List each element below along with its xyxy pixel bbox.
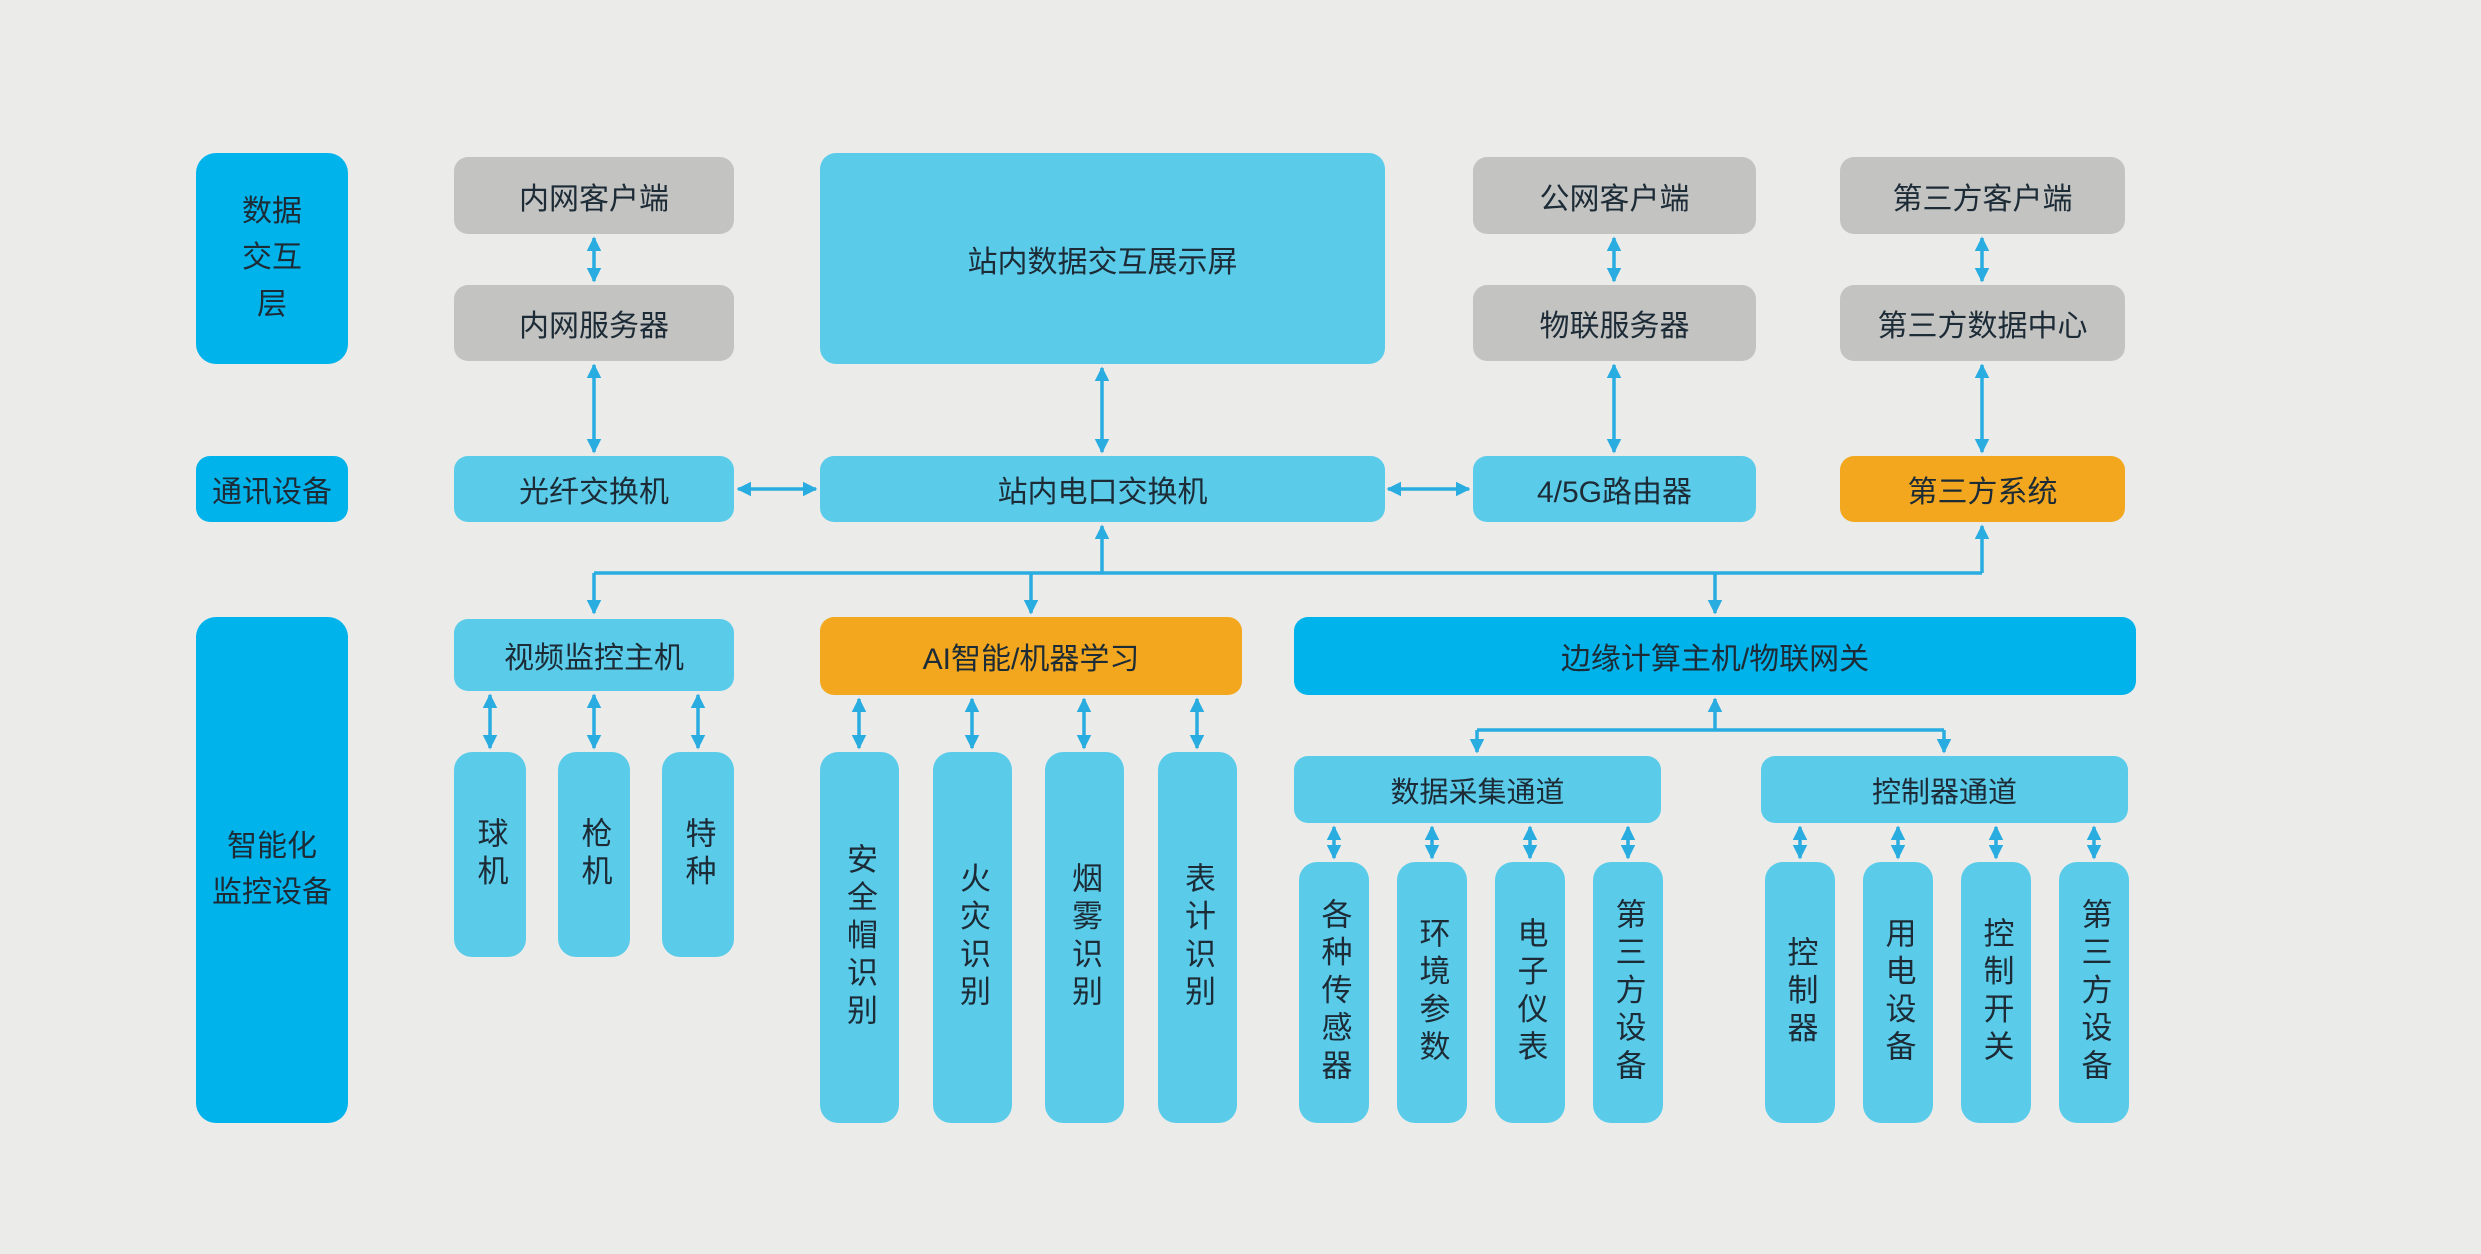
box-public-client: 公网客户端: [1473, 157, 1756, 234]
box-controller: 控制器: [1765, 862, 1835, 1123]
box-fire-recognition: 火灾识别: [933, 752, 1012, 1123]
box-control-switch: 控制开关: [1961, 862, 2031, 1123]
box-edge-gateway: 边缘计算主机/物联网关: [1294, 617, 2136, 695]
box-controller-channel: 控制器通道: [1761, 756, 2128, 823]
box-router-4-5g: 4/5G路由器: [1473, 456, 1756, 522]
box-special-camera: 特种: [662, 752, 734, 957]
box-third-party-datacenter: 第三方数据中心: [1840, 285, 2125, 361]
box-env-params: 环境参数: [1397, 862, 1467, 1123]
layer-label-communication: 通讯设备: [196, 456, 348, 522]
box-intranet-client: 内网客户端: [454, 157, 734, 234]
box-iot-server: 物联服务器: [1473, 285, 1756, 361]
box-third-party-client: 第三方客户端: [1840, 157, 2125, 234]
box-helmet-recognition: 安全帽识别: [820, 752, 899, 1123]
box-third-party-system: 第三方系统: [1840, 456, 2125, 522]
box-dome-camera: 球机: [454, 752, 526, 957]
box-video-host: 视频监控主机: [454, 619, 734, 691]
box-intranet-server: 内网服务器: [454, 285, 734, 361]
box-various-sensors: 各种传感器: [1299, 862, 1369, 1123]
box-data-collect-channel: 数据采集通道: [1294, 756, 1661, 823]
box-electronic-meters: 电子仪表: [1495, 862, 1565, 1123]
box-station-switch: 站内电口交换机: [820, 456, 1385, 522]
layer-label-monitoring: 智能化 监控设备: [196, 617, 348, 1123]
box-third-party-devices-data: 第三方设备: [1593, 862, 1663, 1123]
box-station-display: 站内数据交互展示屏: [820, 153, 1385, 364]
box-third-party-devices-ctrl: 第三方设备: [2059, 862, 2129, 1123]
layer-label-data-interaction: 数据 交互 层: [196, 153, 348, 364]
box-smoke-recognition: 烟雾识别: [1045, 752, 1124, 1123]
box-meter-recognition: 表计识别: [1158, 752, 1237, 1123]
box-power-devices: 用电设备: [1863, 862, 1933, 1123]
box-fiber-switch: 光纤交换机: [454, 456, 734, 522]
box-ai-ml: AI智能/机器学习: [820, 617, 1242, 695]
box-bullet-camera: 枪机: [558, 752, 630, 957]
